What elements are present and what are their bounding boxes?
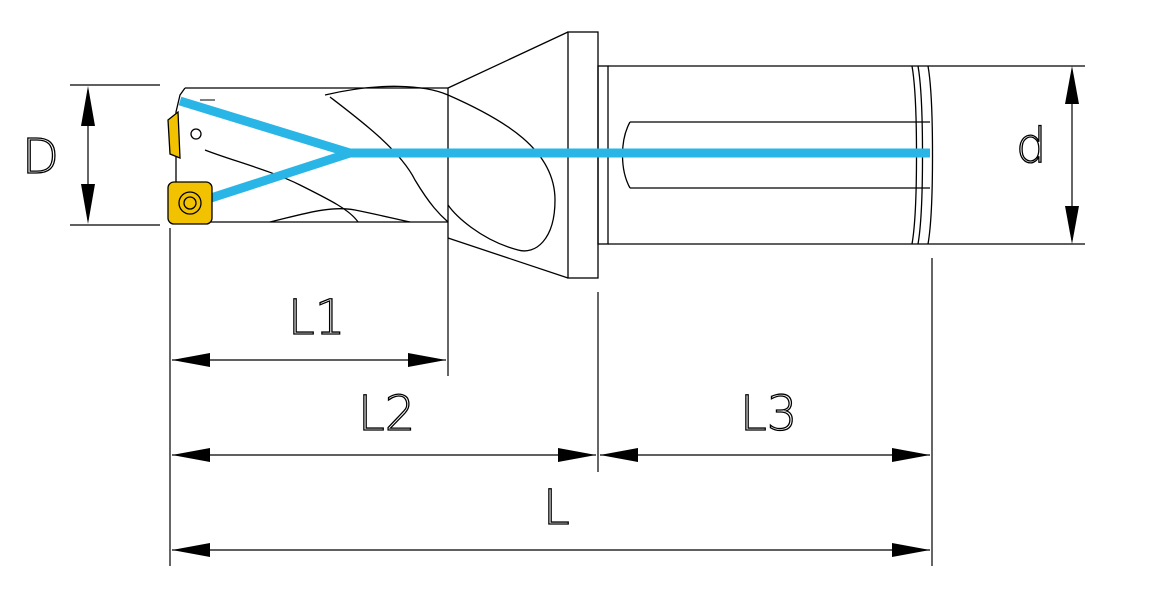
label-L2: L2: [358, 386, 415, 442]
dimension-L2: L2: [172, 385, 596, 462]
label-L: L: [543, 480, 570, 536]
dimension-L: L: [172, 479, 930, 557]
insert-top: [167, 110, 181, 159]
label-L1: L1: [288, 290, 345, 346]
label-L3: L3: [740, 386, 797, 442]
drill-cone: [447, 31, 569, 279]
label-d: d: [1016, 118, 1046, 174]
extension-lines: [169, 228, 933, 566]
insert-screw-outer: [178, 191, 202, 215]
dimension-d: d: [1015, 66, 1079, 244]
insert-bottom: [167, 181, 213, 225]
dimension-L1: L1: [172, 289, 446, 367]
insert-screw-top: [190, 128, 202, 140]
flute-curves: [200, 85, 556, 252]
dimension-D: D: [21, 84, 160, 226]
insert-screw-inner: [183, 196, 197, 210]
coolant-channel-upper: [178, 96, 352, 158]
dimension-L3: L3: [600, 385, 930, 462]
cutting-inserts: [167, 110, 213, 225]
label-D: D: [22, 129, 59, 185]
drill-shank: [608, 65, 1085, 245]
